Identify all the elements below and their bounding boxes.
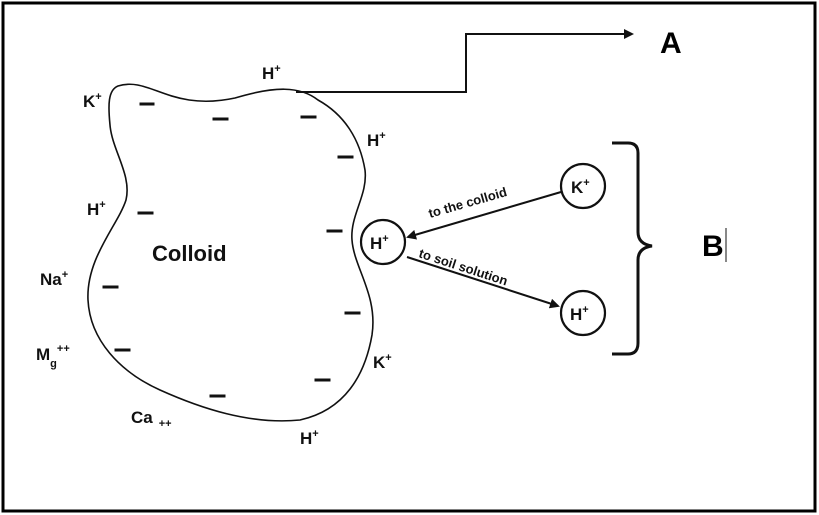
- svg-text:H+: H+: [370, 233, 389, 253]
- label-a: A: [660, 27, 682, 60]
- ion-k-right-bottom: K+: [373, 352, 392, 372]
- negative-charges: [102, 102, 361, 398]
- callout-arrow-a: [296, 29, 634, 93]
- label-b: B: [702, 230, 724, 263]
- ion-na: Na+: [40, 269, 68, 289]
- ion-h-bottom: H+: [300, 428, 319, 448]
- arrow-to-solution: [406, 256, 560, 309]
- circle-top-right: K+: [559, 162, 607, 210]
- arrow-label-to-colloid: to the colloid: [427, 184, 509, 221]
- colloid-label: Colloid: [152, 241, 227, 266]
- ion-h-top: H+: [262, 63, 281, 83]
- ion-h-right-top: H+: [367, 130, 386, 150]
- ion-k-top: K+: [83, 91, 102, 111]
- ion-h-left: H+: [87, 199, 106, 219]
- arrow-label-to-solution: to soil solution: [417, 246, 510, 289]
- ion-ca: Ca++: [131, 408, 172, 430]
- curly-brace: [612, 141, 653, 356]
- circle-bottom-right: H+: [559, 289, 607, 337]
- colloid-outline: [87, 83, 374, 422]
- ion-mg: Mg++: [36, 343, 70, 370]
- circle-center: H+: [359, 218, 407, 266]
- svg-text:K+: K+: [571, 177, 590, 197]
- svg-text:H+: H+: [570, 304, 589, 324]
- arrow-to-colloid: [406, 191, 562, 240]
